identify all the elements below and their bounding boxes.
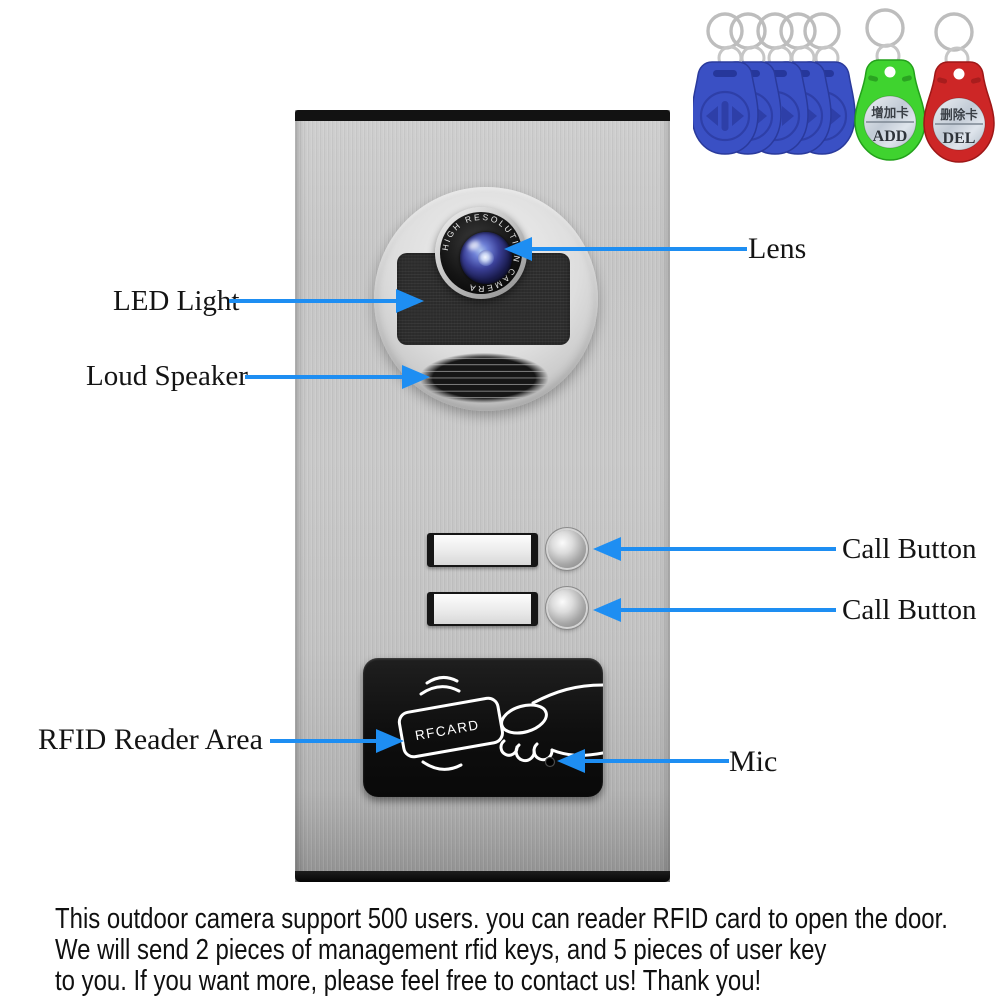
blue-keyfob — [693, 12, 760, 156]
add-fob-en-text: ADD — [873, 128, 908, 145]
lens-pupil — [478, 250, 494, 266]
label-mic: Mic — [729, 745, 778, 778]
name-plate-1 — [427, 533, 538, 567]
panel-top-cap — [295, 110, 670, 121]
name-plate-2 — [427, 592, 538, 626]
rfid-reader-panel[interactable]: RFCARD — [363, 658, 603, 797]
hand-icon — [499, 683, 603, 763]
rfid-key-fobs: 增加卡 ADD 删除卡 DEL — [693, 8, 995, 163]
label-lens: Lens — [748, 232, 807, 265]
label-call-button-2: Call Button — [842, 594, 977, 626]
description-line-3: to you. If you want more, please feel fr… — [55, 965, 762, 997]
del-keyfob: 删除卡 DEL — [923, 12, 995, 163]
rfid-card-text: RFCARD — [414, 717, 481, 743]
panel-bottom-cap — [295, 871, 670, 882]
blue-user-keyfobs — [693, 12, 857, 156]
rfid-card-hand-graphic: RFCARD — [397, 676, 603, 771]
call-button-1[interactable] — [548, 530, 586, 568]
del-fob-en-text: DEL — [943, 130, 976, 147]
wave-top-outer — [419, 685, 461, 696]
camera-lens-icon — [460, 232, 512, 284]
label-loud-speaker: Loud Speaker — [86, 360, 248, 392]
camera-ring: HIGH RESOLUTION CAMERA — [440, 212, 522, 294]
wave-bottom-outer — [421, 760, 463, 771]
rfid-card-icon: RFCARD — [397, 696, 504, 759]
intercom-panel: HIGH RESOLUTION CAMERA — [295, 110, 670, 882]
description-line-1: This outdoor camera support 500 users. y… — [55, 903, 948, 935]
product-description: This outdoor camera support 500 users. y… — [55, 904, 979, 997]
call-button-2[interactable] — [548, 589, 586, 627]
camera-module: HIGH RESOLUTION CAMERA — [435, 207, 527, 299]
add-fob-cn-text: 增加卡 — [871, 105, 909, 120]
description-line-2: We will send 2 pieces of management rfid… — [55, 934, 827, 966]
add-keyfob: 增加卡 ADD — [854, 8, 926, 161]
lens-glint — [466, 238, 482, 253]
camera-speaker-disc: HIGH RESOLUTION CAMERA — [374, 187, 598, 411]
label-rfid-reader-area: RFID Reader Area — [38, 723, 263, 756]
del-fob-cn-text: 删除卡 — [940, 107, 978, 122]
loud-speaker-grille — [415, 352, 553, 404]
label-led-light: LED Light — [113, 285, 240, 317]
wave-top-inner — [425, 676, 459, 685]
label-call-button-1: Call Button — [842, 533, 977, 565]
mic-hole — [544, 756, 556, 768]
